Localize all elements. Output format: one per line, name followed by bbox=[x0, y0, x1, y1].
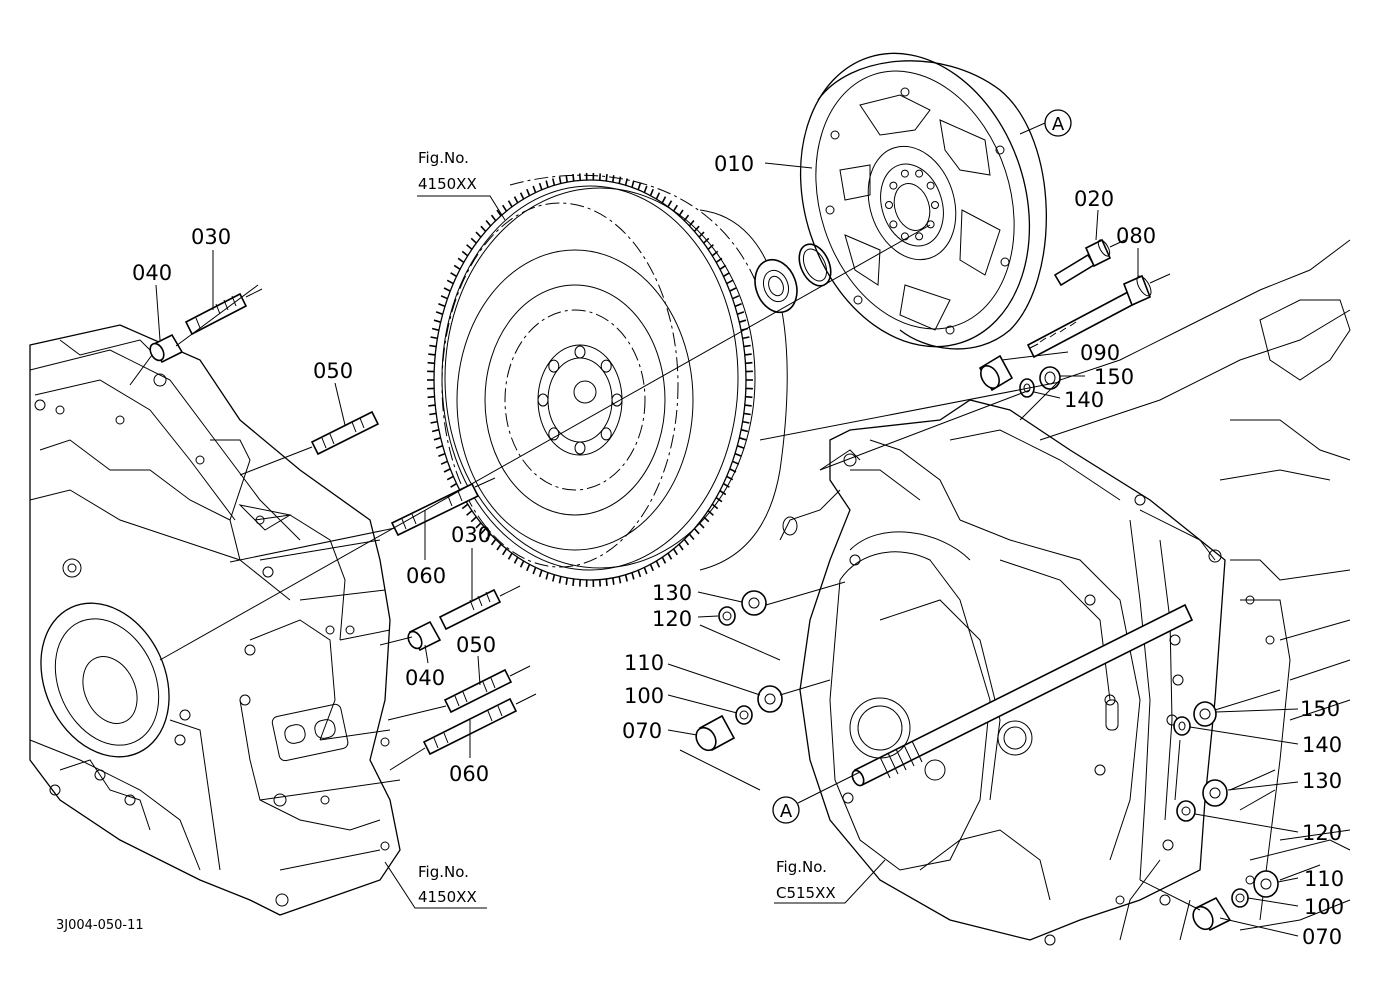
part-labels: 010 020 080 090 150 140 030 040 050 060 … bbox=[132, 152, 1344, 949]
label-050-bottom: 050 bbox=[456, 633, 496, 657]
washer-120-mid bbox=[719, 607, 735, 625]
label-110-right: 110 bbox=[1304, 867, 1344, 891]
bushing-070-mid bbox=[692, 716, 734, 754]
washer-140-right bbox=[1174, 717, 1190, 735]
fig-ref-bottom-left-number: 4150XX bbox=[418, 888, 477, 906]
label-010: 010 bbox=[714, 152, 754, 176]
label-100-right: 100 bbox=[1304, 895, 1344, 919]
callout-a-top: A bbox=[1045, 110, 1071, 136]
right-housing bbox=[780, 240, 1350, 945]
pilot-bearing bbox=[748, 254, 804, 318]
label-020: 020 bbox=[1074, 187, 1114, 211]
label-090: 090 bbox=[1080, 341, 1120, 365]
label-150-top: 150 bbox=[1094, 365, 1134, 389]
damper-plate bbox=[764, 23, 1066, 376]
washer-120-right bbox=[1177, 801, 1195, 821]
flywheel-bolt-holes bbox=[538, 346, 622, 454]
label-120-mid: 120 bbox=[652, 607, 692, 631]
bushing-070-right bbox=[1189, 898, 1230, 933]
nut-150-right bbox=[1194, 702, 1216, 726]
fig-ref-bottom-right-prefix: Fig.No. bbox=[776, 858, 827, 876]
nut-110-mid bbox=[758, 686, 782, 712]
label-030-bottom: 030 bbox=[451, 523, 491, 547]
label-040-bottom: 040 bbox=[405, 666, 445, 690]
label-130-right: 130 bbox=[1302, 769, 1342, 793]
label-080: 080 bbox=[1116, 224, 1156, 248]
label-100-mid: 100 bbox=[624, 684, 664, 708]
stud-050-top bbox=[312, 412, 378, 454]
callout-a-top-letter: A bbox=[1052, 114, 1065, 135]
callout-a-bottom: A bbox=[773, 797, 799, 823]
label-060-bottom: 060 bbox=[449, 762, 489, 786]
label-140-right: 140 bbox=[1302, 733, 1342, 757]
label-140-top: 140 bbox=[1064, 388, 1104, 412]
label-150-right: 150 bbox=[1300, 697, 1340, 721]
fig-ref-bottom-right: Fig.No. C515XX bbox=[776, 858, 836, 902]
drawing-code: 3J004-050-11 bbox=[56, 918, 144, 933]
callout-a-bottom-letter: A bbox=[780, 801, 793, 822]
label-070-mid: 070 bbox=[622, 719, 662, 743]
damper-hub-balls bbox=[886, 170, 939, 240]
bushing-090 bbox=[977, 356, 1012, 391]
bolt-020 bbox=[1055, 238, 1112, 285]
stud-030-bottom bbox=[440, 590, 500, 629]
washer-100-mid bbox=[736, 706, 752, 724]
label-130-mid: 130 bbox=[652, 581, 692, 605]
label-040-top: 040 bbox=[132, 261, 172, 285]
fig-ref-top-number: 4150XX bbox=[418, 175, 477, 193]
fig-ref-bottom-left-prefix: Fig.No. bbox=[418, 863, 469, 881]
nut-130-mid bbox=[742, 591, 766, 615]
label-050-top: 050 bbox=[313, 359, 353, 383]
fig-ref-top: Fig.No. 4150XX bbox=[418, 149, 477, 193]
nut-130-right bbox=[1203, 780, 1227, 806]
fig-ref-bottom-right-number: C515XX bbox=[776, 884, 836, 902]
washer-100-right bbox=[1232, 889, 1248, 907]
collar-040-bottom bbox=[405, 622, 440, 651]
nut-110-right bbox=[1254, 871, 1278, 897]
label-120-right: 120 bbox=[1302, 821, 1342, 845]
fig-ref-bottom-left: Fig.No. 4150XX bbox=[418, 863, 477, 906]
label-060-top: 060 bbox=[406, 564, 446, 588]
label-110-mid: 110 bbox=[624, 651, 664, 675]
label-070-right: 070 bbox=[1302, 925, 1342, 949]
fig-ref-top-prefix: Fig.No. bbox=[418, 149, 469, 167]
label-030-top: 030 bbox=[191, 225, 231, 249]
